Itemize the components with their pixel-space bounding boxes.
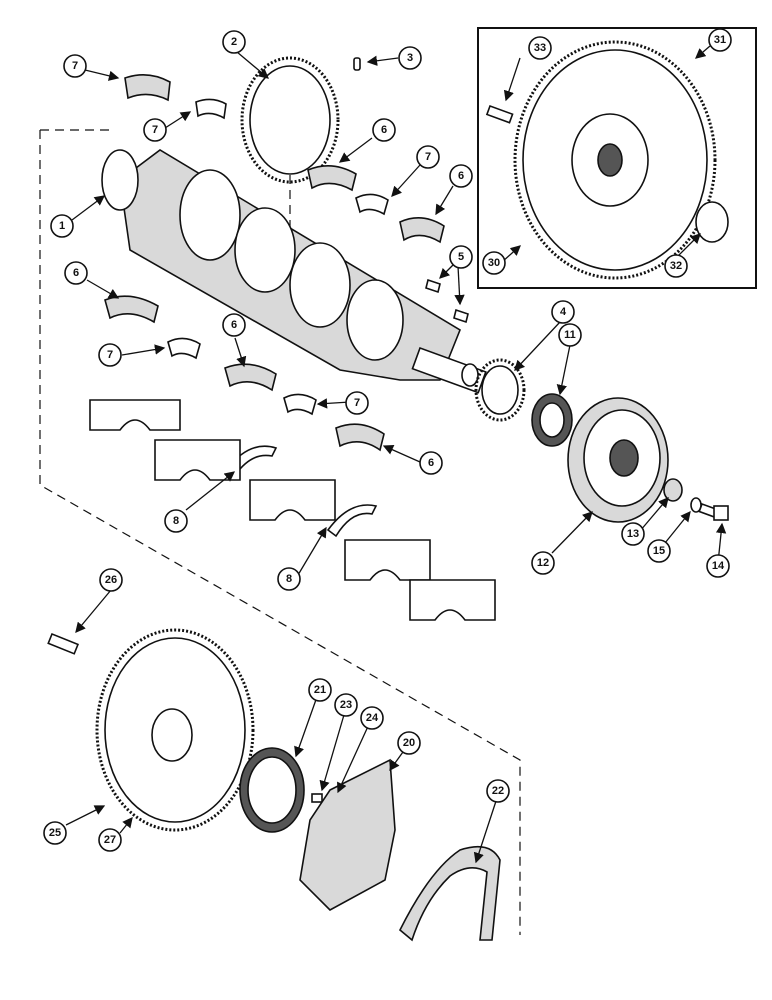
keys [425,278,469,324]
callout-24: 24 [360,706,384,730]
leader-lines [65,45,727,864]
svg-text:15: 15 [653,545,665,557]
svg-text:22: 22 [492,785,504,797]
svg-text:23: 23 [340,699,352,711]
svg-text:14: 14 [712,560,725,572]
inset-flywheel [513,40,717,280]
svg-text:13: 13 [627,528,639,540]
callout-7: 7 [416,145,440,169]
callout-6: 6 [372,118,396,142]
callout-6: 6 [419,451,443,475]
callout-8: 8 [164,509,188,533]
callout-6: 6 [449,164,473,188]
callout-11: 11 [558,323,582,347]
inset-o-ring [695,201,729,243]
svg-text:24: 24 [366,712,379,724]
svg-text:6: 6 [231,319,237,331]
callout-6: 6 [222,313,246,337]
svg-text:3: 3 [407,52,413,64]
crank-pulley [567,397,669,523]
svg-text:4: 4 [560,306,567,318]
callout-6: 6 [64,261,88,285]
callout-20: 20 [397,731,421,755]
callout-32: 32 [664,254,688,278]
pulley-washer [663,478,683,502]
seal-retainer [299,758,396,911]
svg-text:30: 30 [488,257,500,269]
svg-text:25: 25 [49,827,61,839]
inset-bolt [485,104,514,124]
callout-2: 2 [222,30,246,54]
svg-text:27: 27 [104,834,116,846]
callout-7: 7 [143,118,167,142]
front-seal [531,393,573,447]
pin [353,57,361,71]
gear-ring [240,56,340,184]
svg-text:11: 11 [564,329,576,341]
callout-23: 23 [334,693,358,717]
svg-text:1: 1 [59,220,65,232]
callout-26: 27 [98,828,122,852]
svg-text:31: 31 [714,34,726,46]
crankshaft [101,149,487,394]
timing-gear [474,358,526,422]
svg-text:7: 7 [107,349,113,361]
main-bearing-caps [89,399,496,621]
svg-text:26: 26 [105,574,117,586]
bearing-shells [104,74,445,452]
callout-1: 1 [50,214,74,238]
svg-text:6: 6 [73,267,79,279]
callout-7: 7 [98,343,122,367]
svg-text:33: 33 [534,42,546,54]
rear-seal [239,747,305,833]
callout-14: 14 [706,554,730,578]
svg-text:12: 12 [537,557,549,569]
callout-27: 26 [99,568,123,592]
callout-6: 7 [63,54,87,78]
svg-text:8: 8 [173,515,179,527]
svg-text:7: 7 [354,397,360,409]
svg-text:7: 7 [425,151,431,163]
callout-3: 3 [398,46,422,70]
callout-5: 5 [449,245,473,269]
svg-text:6: 6 [428,457,434,469]
svg-text:6: 6 [381,124,387,136]
retainer-bolt [311,793,323,803]
callout-33: 33 [528,36,552,60]
callout-8: 8 [277,567,301,591]
retainer-gasket [399,845,501,942]
flywheel [95,628,255,832]
callout-4: 4 [551,300,575,324]
callout-7: 7 [345,391,369,415]
svg-text:20: 20 [403,737,415,749]
callout-13: 13 [621,522,645,546]
svg-text:7: 7 [152,124,158,136]
svg-text:7: 7 [72,60,78,72]
callout-22: 22 [486,779,510,803]
flywheel-bolt [47,632,80,655]
callout-12: 12 [531,551,555,575]
svg-text:32: 32 [670,260,682,272]
callout-21: 21 [308,678,332,702]
inset-box [477,27,757,289]
callout-31: 31 [708,28,732,52]
svg-text:5: 5 [458,251,464,263]
callout-15: 15 [647,539,671,563]
svg-text:2: 2 [231,36,237,48]
svg-text:6: 6 [458,170,464,182]
callout-25: 25 [43,821,67,845]
callout-30: 30 [482,251,506,275]
svg-text:21: 21 [314,684,326,696]
pulley-bolt [698,502,729,521]
svg-text:8: 8 [286,573,292,585]
